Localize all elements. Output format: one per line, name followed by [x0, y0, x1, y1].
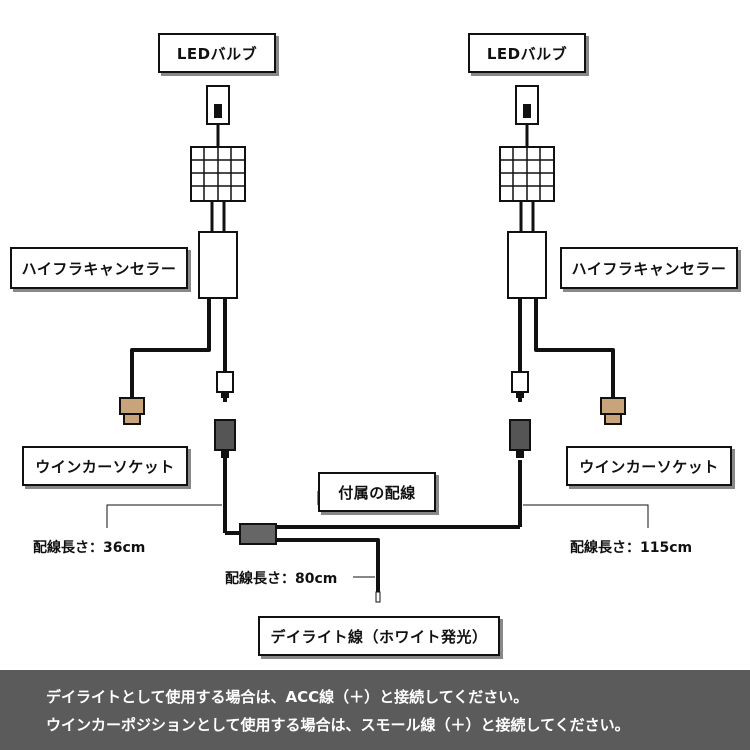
led-bulb-right-label: LEDバルブ [468, 33, 586, 73]
footer-notes-bar: デイライトとして使用する場合は、ACC線（＋）と接続してください。 ウインカーポ… [0, 670, 750, 750]
left-connector-small [216, 371, 234, 398]
left-led-bulb [190, 85, 246, 232]
length-left-text: 配線長さ：36cm [33, 540, 146, 556]
length-center-text: 配線長さ：80cm [225, 571, 338, 587]
attached-wiring-harness [276, 525, 520, 592]
left-wires [130, 298, 240, 535]
led-bulb-left-label: LEDバルブ [158, 33, 276, 73]
right-canceller-unit [507, 231, 547, 299]
right-connector-large [509, 419, 531, 458]
length-right-text: 配線長さ：115cm [570, 540, 693, 556]
daylight-wire-label: デイライト線（ホワイト発光） [258, 616, 500, 656]
right-socket [600, 397, 626, 425]
socket-left-label: ウインカーソケット [22, 446, 188, 486]
canceller-left-label: ハイフラキャンセラー [10, 247, 188, 289]
left-canceller-unit [198, 231, 238, 299]
left-socket [119, 397, 145, 425]
wiring-diagram [106, 85, 649, 603]
socket-right-label: ウインカーソケット [566, 446, 732, 486]
right-wires [518, 298, 615, 527]
note-line-2: ウインカーポジションとして使用する場合は、スモール線（＋）と接続してください。 [46, 716, 630, 734]
junction-block [239, 523, 277, 545]
right-led-bulb [499, 85, 555, 232]
note-line-1: デイライトとして使用する場合は、ACC線（＋）と接続してください。 [46, 688, 529, 706]
daylight-wire-end [375, 591, 381, 603]
right-connector-small [511, 371, 529, 398]
canceller-right-label: ハイフラキャンセラー [560, 247, 738, 289]
left-connector-large [214, 419, 236, 458]
attached-wiring-label: 付属の配線 [318, 472, 436, 512]
